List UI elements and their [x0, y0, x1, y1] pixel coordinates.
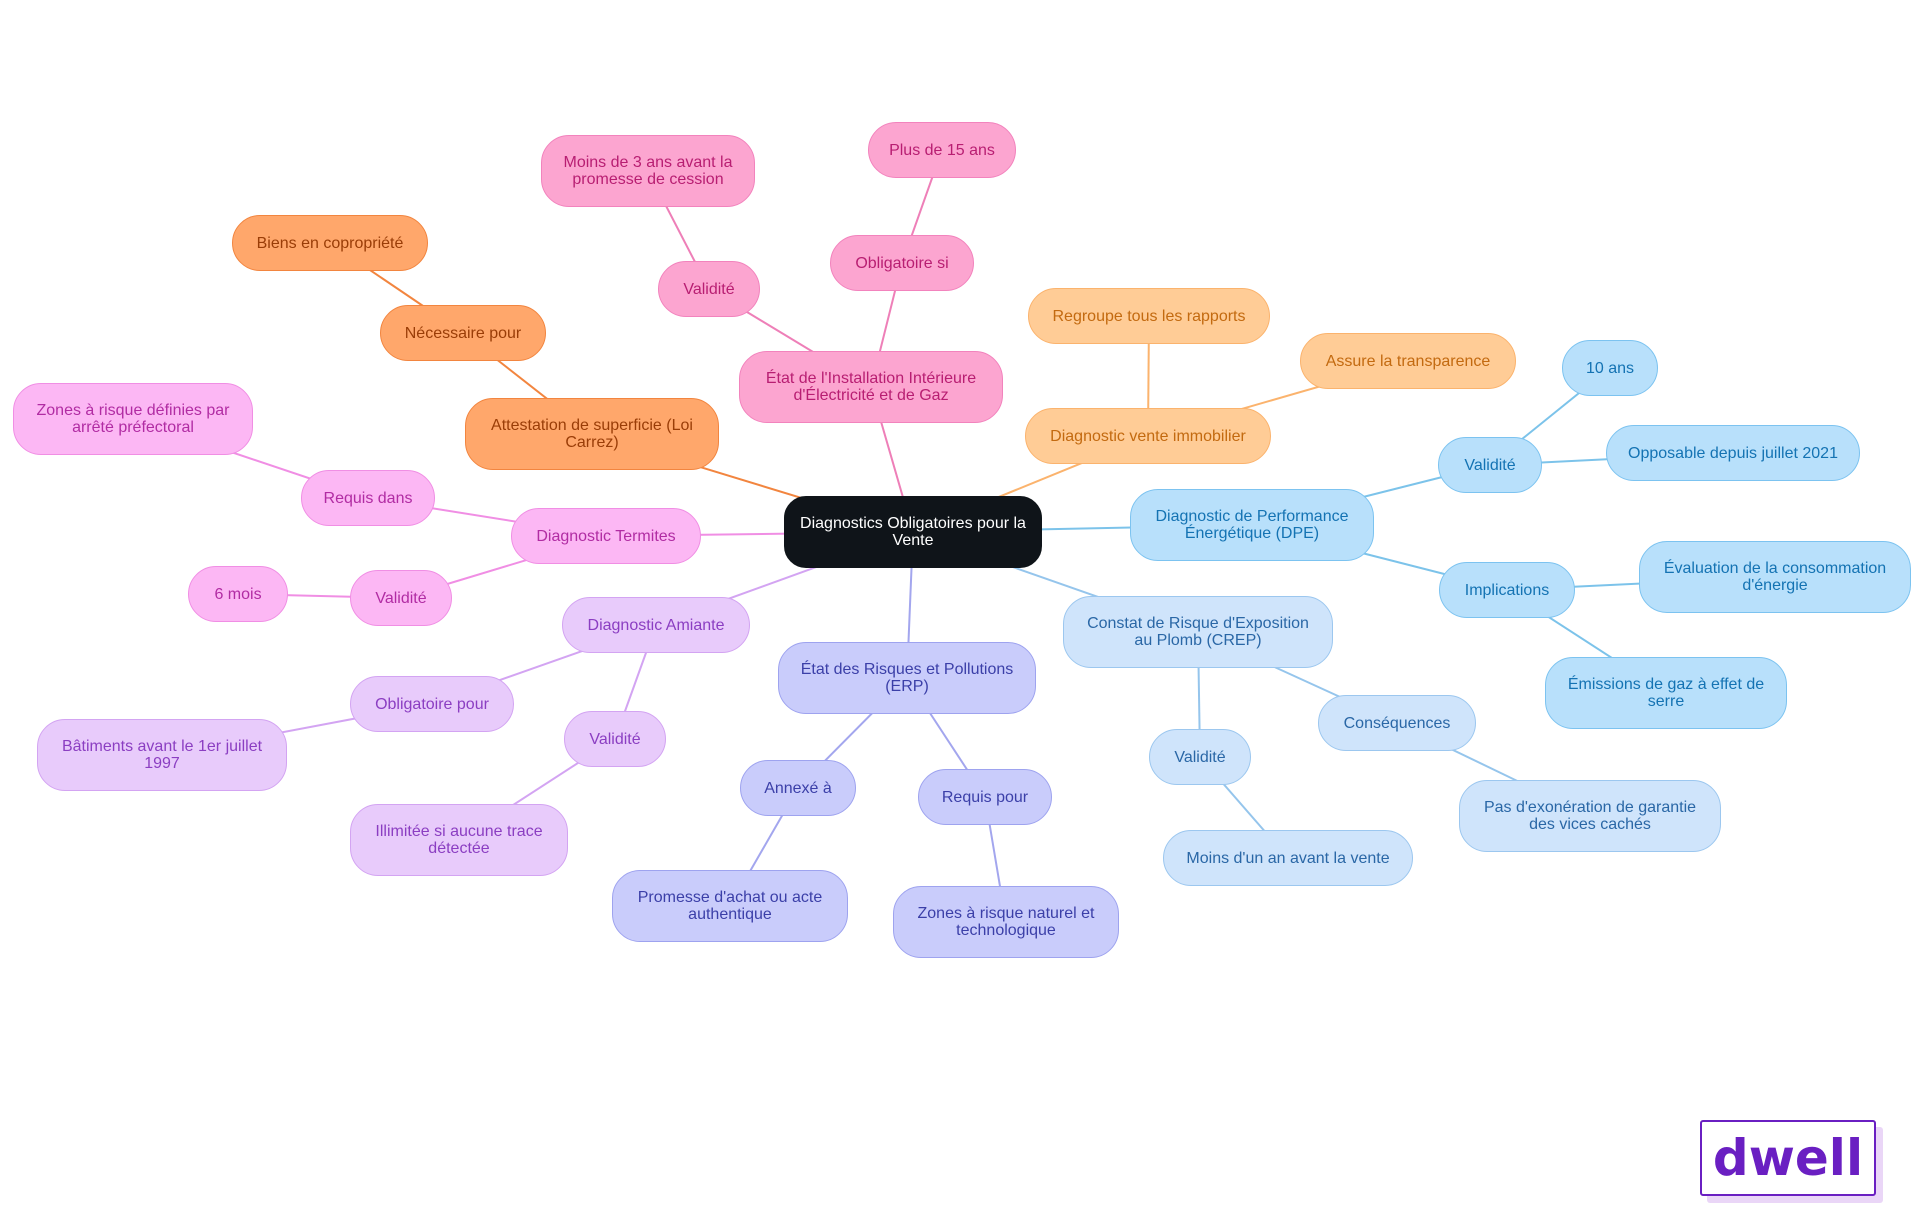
- node-carrez-necessaire: Nécessaire pour: [380, 305, 546, 361]
- node-erp-requis-item: Zones à risque naturel et technologique: [893, 886, 1119, 958]
- node-termites-requis: Requis dans: [301, 470, 435, 526]
- node-dpe-validite-item: Opposable depuis juillet 2021: [1606, 425, 1860, 481]
- root-node: Diagnostics Obligatoires pour la Vente: [784, 496, 1042, 568]
- node-electricite-gaz: État de l'Installation Intérieure d'Élec…: [739, 351, 1003, 423]
- node-electricite-gaz-obligatoire-item: Plus de 15 ans: [868, 122, 1016, 178]
- node-electricite-gaz-validite-item: Moins de 3 ans avant la promesse de cess…: [541, 135, 755, 207]
- node-dpe: Diagnostic de Performance Énergétique (D…: [1130, 489, 1374, 561]
- node-erp-requis: Requis pour: [918, 769, 1052, 825]
- node-dpe-validite-item: 10 ans: [1562, 340, 1658, 396]
- node-termites-requis-item: Zones à risque définies par arrêté préfe…: [13, 383, 253, 455]
- node-termites: Diagnostic Termites: [511, 508, 701, 564]
- node-termites-validite-item: 6 mois: [188, 566, 288, 622]
- node-amiante-validite: Validité: [564, 711, 666, 767]
- node-electricite-gaz-obligatoire: Obligatoire si: [830, 235, 974, 291]
- node-erp: État des Risques et Pollutions (ERP): [778, 642, 1036, 714]
- node-crep-validite-item: Moins d'un an avant la vente: [1163, 830, 1413, 886]
- node-amiante-validite-item: Illimitée si aucune trace détectée: [350, 804, 568, 876]
- node-electricite-gaz-validite: Validité: [658, 261, 760, 317]
- node-amiante: Diagnostic Amiante: [562, 597, 750, 653]
- node-dpe-implications-item: Émissions de gaz à effet de serre: [1545, 657, 1787, 729]
- node-erp-annexe-item: Promesse d'achat ou acte authentique: [612, 870, 848, 942]
- node-dpe-implications: Implications: [1439, 562, 1575, 618]
- node-carrez-necessaire-item: Biens en copropriété: [232, 215, 428, 271]
- node-amiante-obligatoire: Obligatoire pour: [350, 676, 514, 732]
- node-diagnostic-vente: Diagnostic vente immobilier: [1025, 408, 1271, 464]
- node-diagnostic-vente-item: Assure la transparence: [1300, 333, 1516, 389]
- node-erp-annexe: Annexé à: [740, 760, 856, 816]
- node-crep-consequences: Conséquences: [1318, 695, 1476, 751]
- node-termites-validite: Validité: [350, 570, 452, 626]
- node-crep-validite: Validité: [1149, 729, 1251, 785]
- node-dpe-implications-item: Évaluation de la consommation d'énergie: [1639, 541, 1911, 613]
- node-amiante-obligatoire-item: Bâtiments avant le 1er juillet 1997: [37, 719, 287, 791]
- node-crep: Constat de Risque d'Exposition au Plomb …: [1063, 596, 1333, 668]
- node-carrez: Attestation de superficie (Loi Carrez): [465, 398, 719, 470]
- dwell-logo: dwell: [1700, 1120, 1876, 1196]
- node-crep-consequences-item: Pas d'exonération de garantie des vices …: [1459, 780, 1721, 852]
- node-dpe-validite: Validité: [1438, 437, 1542, 493]
- node-diagnostic-vente-item: Regroupe tous les rapports: [1028, 288, 1270, 344]
